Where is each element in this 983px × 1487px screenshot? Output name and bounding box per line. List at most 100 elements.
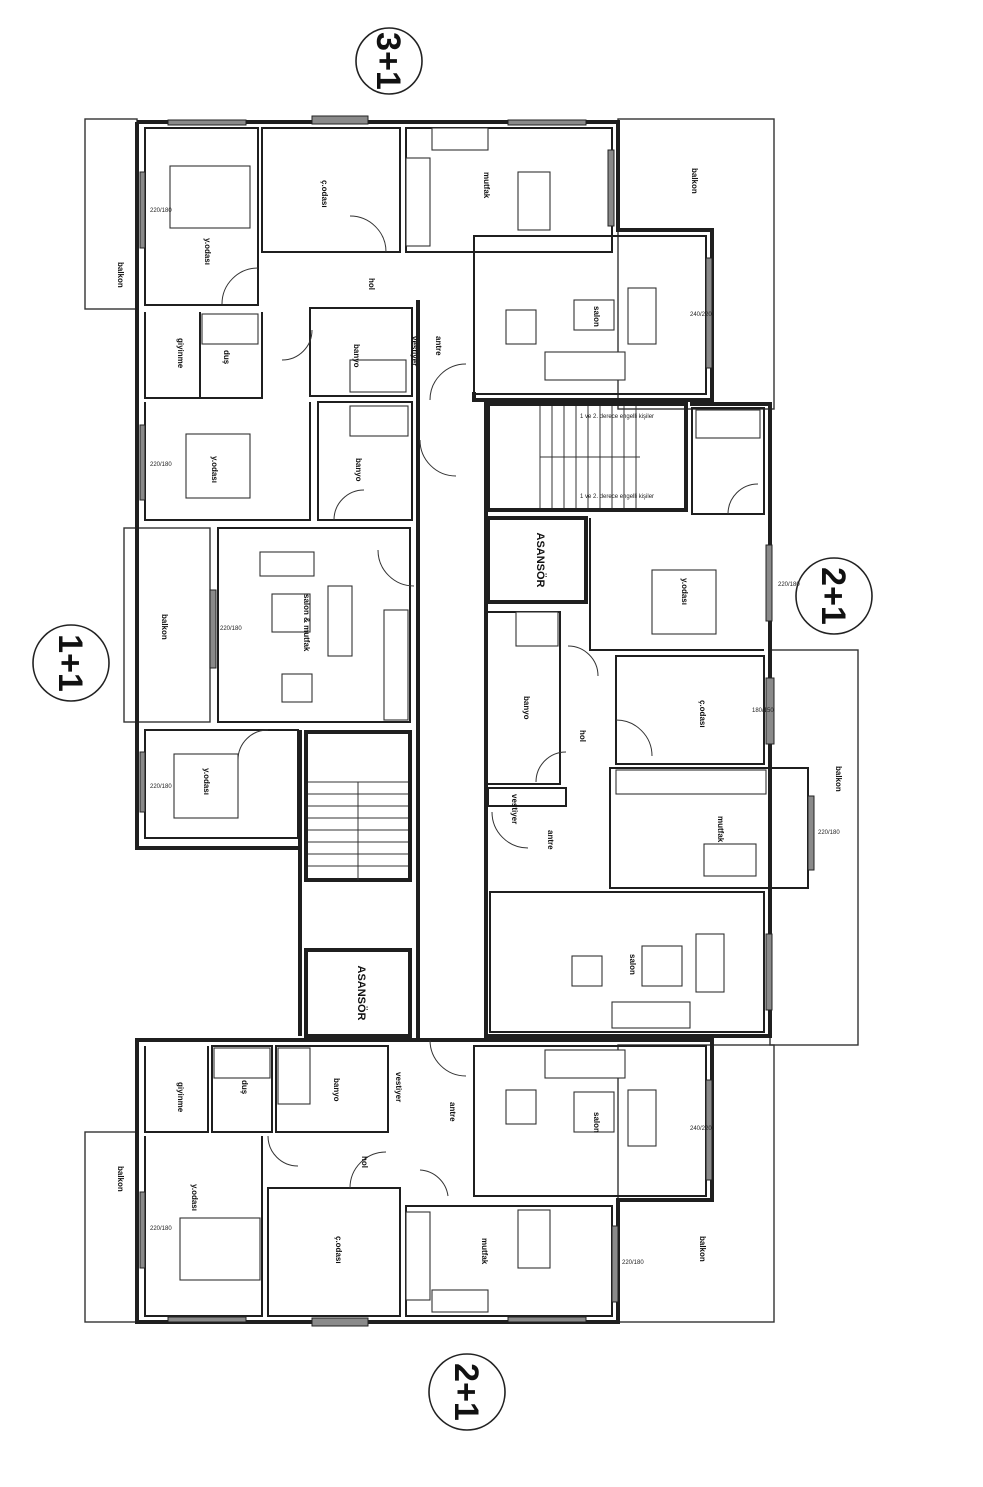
balconies [84, 118, 859, 1323]
unit-badge-top-label: 3+1 [369, 32, 407, 90]
armchair [505, 1089, 537, 1125]
window-dim: 240/220 [690, 1126, 712, 1132]
sofa [611, 1001, 691, 1029]
kitchen-counter [431, 127, 489, 151]
room-label: y.odası [210, 456, 219, 483]
room-label: y.odası [680, 578, 689, 605]
sofa [627, 1089, 657, 1147]
shower [515, 611, 559, 647]
room-label: balkon [116, 262, 125, 288]
dining-table [703, 843, 757, 877]
unit-3plus1-walls [135, 120, 714, 1040]
room-label: salon [592, 1112, 601, 1133]
bed [173, 753, 239, 819]
doors [221, 215, 759, 1197]
elevator-bottom-label: ASANSÖR [355, 965, 368, 1020]
furniture [169, 127, 767, 1313]
room-label: y.odası [203, 238, 212, 265]
room-label: banyo [332, 1078, 341, 1102]
window-dim: 240/220 [690, 312, 712, 318]
room-label: banyo [354, 458, 363, 482]
unit-badge-left: 1+1 [32, 624, 110, 702]
balcony-top-left [84, 118, 138, 310]
bed [179, 1217, 261, 1281]
room-label: banyo [522, 696, 531, 720]
shower [277, 1047, 311, 1105]
shower [349, 359, 407, 393]
bed [185, 433, 251, 499]
dining-table [517, 1209, 551, 1269]
room-label: balkon [690, 168, 699, 194]
room-label: salon [628, 954, 637, 975]
elevator-bottom [304, 948, 412, 1038]
room-label: banyo [352, 344, 361, 368]
elevator-top-label: ASANSÖR [534, 532, 547, 587]
coffee-table [573, 299, 615, 331]
sofa [695, 933, 725, 993]
room-label: antre [434, 336, 443, 356]
unit-badge-left-label: 1+1 [51, 634, 89, 692]
room-label: vestiyer [394, 1072, 403, 1102]
room-label: ç.odası [698, 700, 707, 728]
balcony-top-right [617, 118, 775, 410]
stair-top-note-2: 1 ve 2. derece engelli kişiler [580, 494, 654, 500]
room-label: balkon [698, 1236, 707, 1262]
room-label: balkon [160, 614, 169, 640]
room-label: salon & mutfak [302, 594, 311, 652]
window-dim: 220/180 [150, 208, 172, 214]
window-dim: 220/180 [778, 582, 800, 588]
unit-badge-bottom: 2+1 [428, 1353, 506, 1431]
kitchen-counter [615, 769, 767, 795]
room-label: mutfak [716, 816, 725, 843]
balcony-bottom-right [617, 1044, 775, 1323]
unit-badge-bottom-label: 2+1 [447, 1363, 485, 1421]
kitchen-counter [431, 1289, 489, 1313]
unit-2plus1-bottom-walls [135, 1038, 714, 1324]
room-label: giyinme [176, 1082, 185, 1113]
unit-badge-right: 2+1 [795, 557, 873, 635]
room-labels: balkon y.odası ç.odası mutfak balkon hol… [116, 168, 843, 1265]
room-label: y.odası [190, 1184, 199, 1211]
unit-badge-right-label: 2+1 [814, 567, 852, 625]
balcony-bottom-left [84, 1131, 138, 1323]
room-label: mutfak [482, 172, 491, 199]
window-dim: 220/180 [150, 462, 172, 468]
windows [139, 115, 815, 1327]
sofa [259, 551, 315, 577]
bed [169, 165, 251, 229]
shower [349, 405, 409, 437]
window-dim: 180/150 [752, 708, 774, 714]
kitchen-counter [405, 157, 431, 247]
coffee-table [641, 945, 683, 987]
room-label: hol [360, 1156, 369, 1168]
room-label: hol [578, 730, 587, 742]
room-label: y.odası [202, 768, 211, 795]
room-label: antre [448, 1102, 457, 1122]
stair-top-note-1: 1 ve 2. derece engelli kişiler [580, 414, 654, 420]
unit-badge-top: 3+1 [355, 27, 423, 95]
bed [651, 569, 717, 635]
room-label: mutfak [480, 1238, 489, 1265]
room-label: ç.odası [334, 1236, 343, 1264]
sofa [544, 1049, 626, 1079]
window-dim: 220/180 [150, 1226, 172, 1232]
shower [695, 409, 761, 439]
core: 1 ve 2. derece engelli kişiler 1 ve 2. d… [304, 402, 688, 1038]
coffee-table [271, 593, 311, 633]
room-label: balkon [834, 766, 843, 792]
coffee-table [573, 1091, 615, 1133]
shower [201, 313, 259, 345]
window-dim: 220/180 [622, 1260, 644, 1266]
window-dim: 220/180 [818, 830, 840, 836]
kitchen-counter [405, 1211, 431, 1301]
room-label: vestiyer [410, 336, 419, 366]
room-label: antre [546, 830, 555, 850]
armchair [505, 309, 537, 345]
room-label: giyinme [176, 338, 185, 369]
room-label: ç.odası [320, 180, 329, 208]
dining-table [517, 171, 551, 231]
shower [213, 1047, 271, 1079]
sofa [544, 351, 626, 381]
room-label: balkon [116, 1166, 125, 1192]
sofa [627, 287, 657, 345]
